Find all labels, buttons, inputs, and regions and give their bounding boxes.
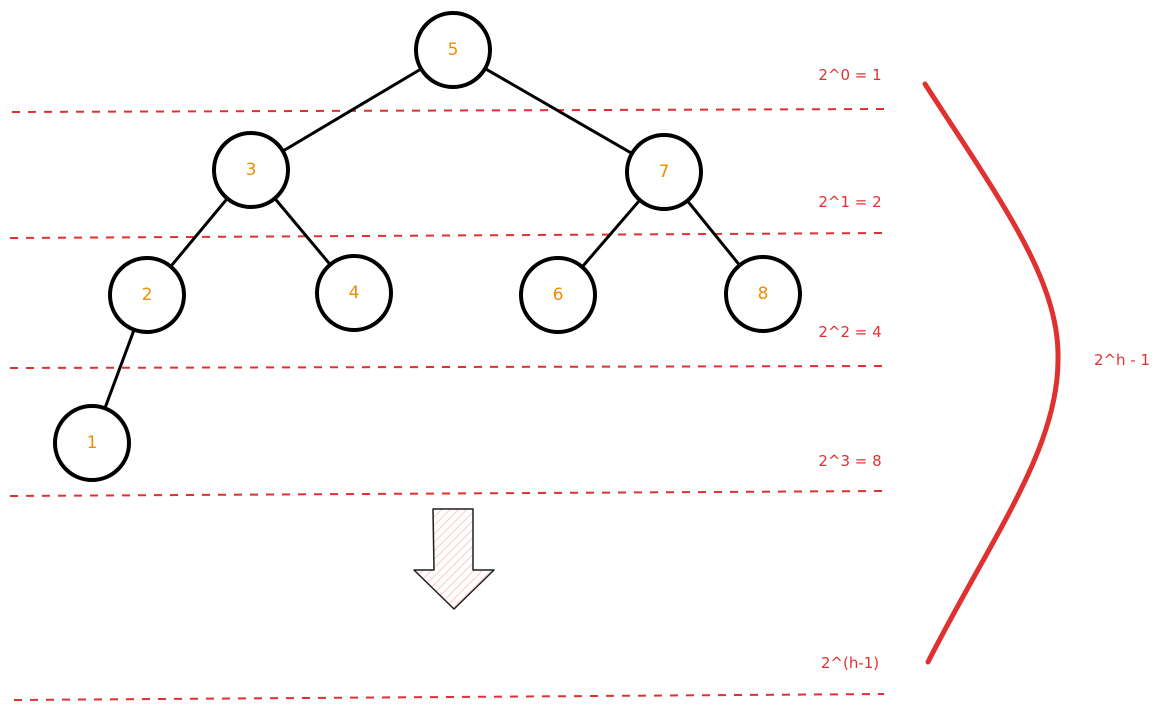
level-lines bbox=[9, 108, 887, 701]
node-circle bbox=[108, 256, 186, 334]
tree-node: 4 bbox=[315, 254, 393, 332]
node-circle bbox=[53, 404, 131, 482]
level-divider-line bbox=[9, 232, 885, 239]
node-circle bbox=[414, 11, 492, 89]
node-value: 1 bbox=[87, 433, 98, 453]
node-value: 2 bbox=[142, 285, 153, 305]
tree-edges bbox=[103, 67, 742, 410]
node-value: 5 bbox=[448, 40, 459, 60]
tree-node: 8 bbox=[724, 255, 802, 333]
node-circle bbox=[212, 131, 290, 209]
total-nodes-brace bbox=[922, 81, 1061, 665]
level-count-label: 2^3 = 8 bbox=[818, 452, 881, 470]
tree-node: 3 bbox=[212, 131, 290, 209]
level-count-label: 2^0 = 1 bbox=[818, 66, 881, 84]
node-circle bbox=[315, 254, 393, 332]
tree-edge bbox=[580, 198, 642, 269]
tree-node: 2 bbox=[108, 256, 186, 334]
tree-edge bbox=[281, 67, 423, 153]
level-divider-line bbox=[13, 693, 885, 701]
tree-edge bbox=[169, 196, 229, 269]
node-value: 6 bbox=[553, 285, 564, 305]
level-divider-line bbox=[9, 365, 885, 369]
level-divider-line bbox=[11, 108, 887, 113]
level-count-label: 2^2 = 4 bbox=[818, 323, 881, 341]
tree-node: 5 bbox=[414, 11, 492, 89]
tree-edge bbox=[483, 67, 634, 155]
node-value: 8 bbox=[758, 284, 769, 304]
node-value: 7 bbox=[659, 162, 670, 182]
level-count-label: 2^(h-1) bbox=[821, 654, 879, 672]
level-divider-line bbox=[9, 490, 885, 497]
tree-node: 6 bbox=[519, 256, 597, 334]
tree-edge bbox=[685, 199, 742, 267]
tree-node: 7 bbox=[625, 133, 703, 211]
node-value: 4 bbox=[349, 283, 360, 303]
tree-nodes: 5 3 7 2 4 6 8 1 bbox=[53, 11, 802, 482]
down-arrow-icon bbox=[413, 508, 495, 610]
tree-edge bbox=[103, 328, 136, 410]
node-value: 3 bbox=[246, 160, 257, 180]
node-circle bbox=[724, 255, 802, 333]
level-labels: 2^0 = 1 2^1 = 2 2^2 = 4 2^3 = 8 2^(h-1) bbox=[818, 66, 881, 672]
tree-node: 1 bbox=[53, 404, 131, 482]
node-circle bbox=[519, 256, 597, 334]
level-count-label: 2^1 = 2 bbox=[818, 193, 881, 211]
tree-edge bbox=[273, 196, 332, 267]
total-nodes-label: 2^h - 1 bbox=[1094, 351, 1150, 369]
node-circle bbox=[625, 133, 703, 211]
